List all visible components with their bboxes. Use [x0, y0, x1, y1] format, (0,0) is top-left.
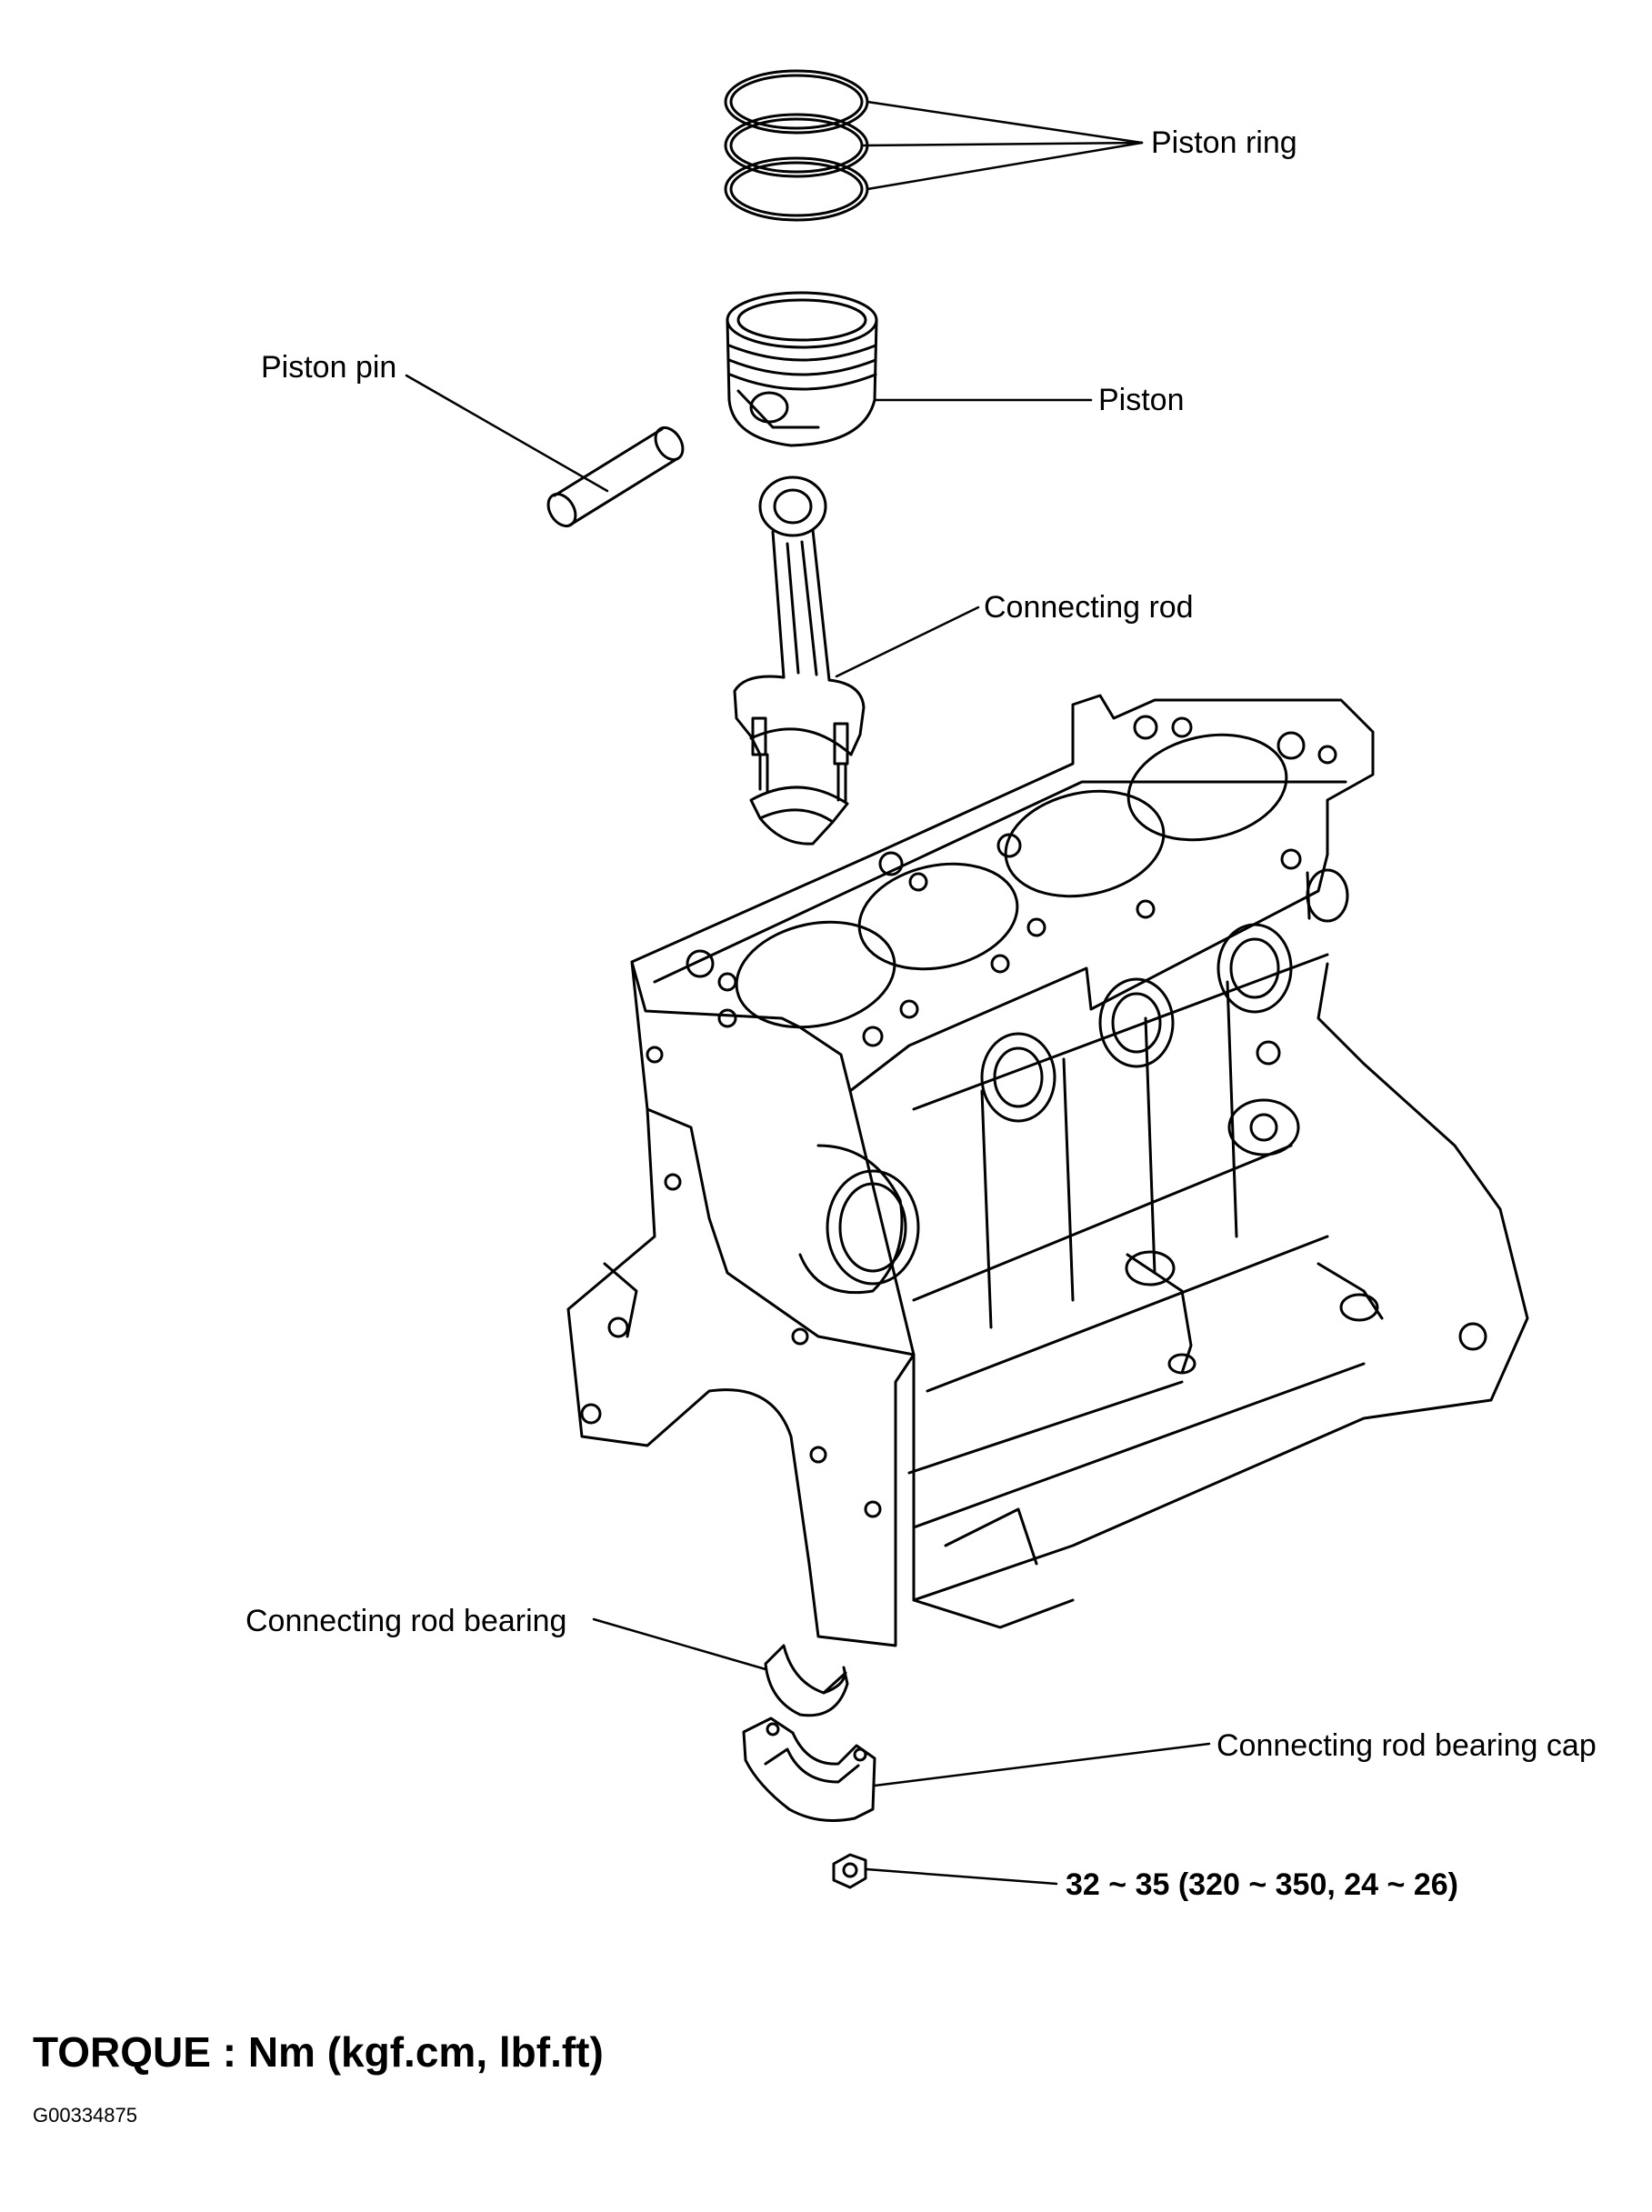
piston-rings-illustration — [724, 69, 869, 222]
lower-bearing-shell-illustration — [764, 1644, 849, 1717]
connecting-rod-bearing-label: Connecting rod bearing — [245, 1604, 567, 1638]
bearing-cap-illustration — [742, 1717, 876, 1822]
cylinder-block-illustration — [566, 694, 1529, 1647]
nut-torque-label: 32 ~ 35 (320 ~ 350, 24 ~ 26) — [1066, 1867, 1458, 1902]
upper-bearing-shell-illustration — [749, 786, 849, 846]
connecting-rod-illustration — [733, 475, 866, 804]
piston-illustration — [726, 291, 878, 447]
piston-ring-label: Piston ring — [1151, 125, 1297, 160]
piston-pin-label: Piston pin — [261, 350, 397, 385]
torque-units-caption: TORQUE : Nm (kgf.cm, lbf.ft) — [33, 2028, 604, 2076]
connecting-rod-label: Connecting rod — [984, 590, 1194, 625]
leader-lines — [405, 100, 1211, 1886]
piston-pin-illustration — [546, 425, 685, 528]
piston-label: Piston — [1098, 383, 1185, 417]
connecting-rod-bearing-cap-label: Connecting rod bearing cap — [1216, 1728, 1597, 1763]
nut-illustration — [832, 1853, 867, 1889]
figure-id: G00334875 — [33, 2104, 137, 2127]
